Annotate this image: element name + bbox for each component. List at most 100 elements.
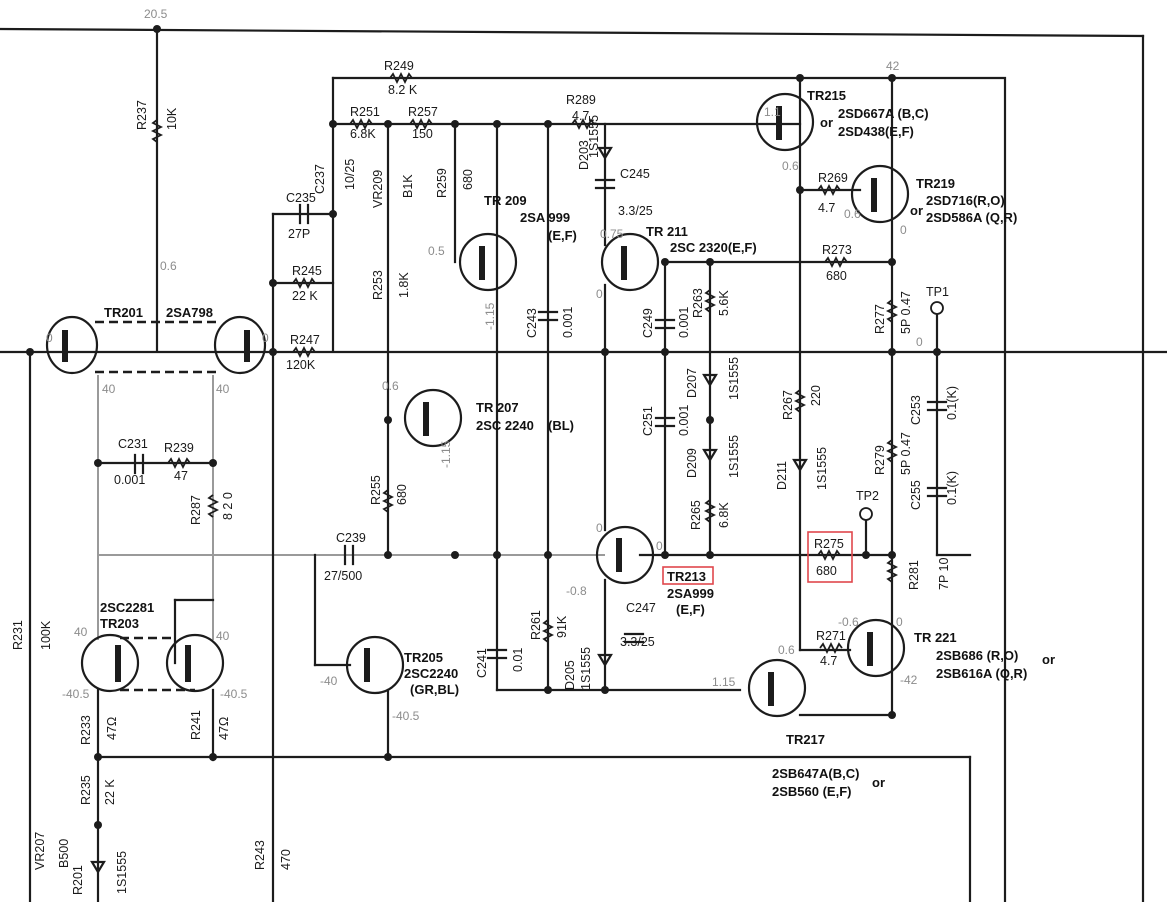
r289-label: R289 bbox=[566, 93, 596, 107]
highlight-r275 bbox=[807, 531, 853, 583]
c237-value: 10/25 bbox=[343, 159, 357, 190]
d203-label: D203 bbox=[577, 140, 591, 170]
highlight-tr213 bbox=[662, 566, 714, 585]
r273-value: 680 bbox=[826, 269, 847, 283]
r249-value: 8.2 K bbox=[388, 83, 418, 97]
r239-label: R239 bbox=[164, 441, 194, 455]
c253-label: C253 bbox=[909, 395, 923, 425]
tr203-label: TR203 bbox=[100, 616, 139, 631]
tr219-part-b: 2SD586A (Q,R) bbox=[926, 210, 1017, 225]
r201-label: R201 bbox=[71, 865, 85, 895]
voltage-tr209-b: 0.5 bbox=[428, 244, 445, 258]
voltage-tr201-c2: 40 bbox=[216, 382, 230, 396]
voltage-tr211-e: 0 bbox=[596, 287, 603, 301]
c241-value: 0.01 bbox=[511, 648, 525, 672]
r245-label: R245 bbox=[292, 264, 322, 278]
r267-value: 220 bbox=[809, 385, 823, 406]
r265-value: 6.8K bbox=[717, 502, 731, 528]
r253-label: R253 bbox=[371, 270, 385, 300]
r261-value: 91K bbox=[555, 615, 569, 638]
tr219-label: TR219 bbox=[916, 176, 955, 191]
c249-value: 0.001 bbox=[677, 307, 691, 338]
tp1-label: TP1 bbox=[926, 285, 949, 299]
voltage-top-right: 42 bbox=[886, 59, 900, 73]
tr209-label: TR 209 bbox=[484, 193, 527, 208]
transistor-tr213 bbox=[595, 525, 655, 585]
c247-value: 3.3/25 bbox=[620, 635, 655, 649]
r259-value: 680 bbox=[461, 169, 475, 190]
r263-value: 5.6K bbox=[717, 290, 731, 316]
r261-label: R261 bbox=[529, 610, 543, 640]
r281-value: 7P 10 bbox=[937, 558, 951, 590]
tr207-grade: (BL) bbox=[548, 418, 574, 433]
transistor-tr201 bbox=[45, 315, 267, 375]
voltage-tr203-e2: -40.5 bbox=[220, 687, 248, 701]
d209-label: D209 bbox=[685, 448, 699, 478]
r287-value: 8 2 0 bbox=[221, 492, 235, 520]
transistor-tr219 bbox=[850, 164, 910, 224]
r279-label: R279 bbox=[873, 445, 887, 475]
voltage-tr207-c: -1.15 bbox=[439, 440, 453, 468]
tr203-part: 2SC2281 bbox=[100, 600, 154, 615]
tr217-part-b: 2SB560 (E,F) bbox=[772, 784, 851, 799]
r247-label: R247 bbox=[290, 333, 320, 347]
r251-label: R251 bbox=[350, 105, 380, 119]
voltage-tr213-b: 0 bbox=[596, 521, 603, 535]
c245-value: 3.3/25 bbox=[618, 204, 653, 218]
tr219-part-a: 2SD716(R,O) bbox=[926, 193, 1005, 208]
voltage-tr217-c: 0.6 bbox=[778, 643, 795, 657]
voltage-tr201-right: 0 bbox=[262, 331, 269, 345]
tr205-grade: (GR,BL) bbox=[410, 682, 459, 697]
c255-value: 0.1(K) bbox=[945, 471, 959, 505]
voltage-tr219-b: 0.6 bbox=[844, 207, 861, 221]
r235-label: R235 bbox=[79, 775, 93, 805]
transistor-tr211 bbox=[600, 232, 660, 292]
r241-value: 47Ω bbox=[217, 717, 231, 740]
r241-label: R241 bbox=[189, 710, 203, 740]
vr209-label: VR209 bbox=[371, 170, 385, 208]
tr221-part-a: 2SB686 (R,O) bbox=[936, 648, 1018, 663]
r277-label: R277 bbox=[873, 304, 887, 334]
tr209-part: 2SA 999 bbox=[520, 210, 570, 225]
voltage-tr221-c: -42 bbox=[900, 673, 918, 687]
r243-label: R243 bbox=[253, 840, 267, 870]
tr201-part: 2SA798 bbox=[166, 305, 213, 320]
voltage-tr221-b: -0.6 bbox=[838, 615, 859, 629]
r247-value: 120K bbox=[286, 358, 316, 372]
r263-label: R263 bbox=[691, 288, 705, 318]
r251-value: 6.8K bbox=[350, 127, 376, 141]
r271-value: 4.7 bbox=[820, 654, 837, 668]
r245-value: 22 K bbox=[292, 289, 318, 303]
d205-part: 1S1555 bbox=[579, 647, 593, 690]
d211-part: 1S1555 bbox=[815, 447, 829, 490]
tr211-label: TR 211 bbox=[646, 224, 688, 239]
c245-label: C245 bbox=[620, 167, 650, 181]
transistor-tr215 bbox=[755, 92, 815, 152]
r269-label: R269 bbox=[818, 171, 848, 185]
c241-label: C241 bbox=[475, 648, 489, 678]
r273-label: R273 bbox=[822, 243, 852, 257]
voltage-tr203-left: 40 bbox=[74, 625, 88, 639]
resistor-symbols bbox=[150, 71, 899, 655]
r237-label: R237 bbox=[135, 100, 149, 130]
tr219-or: or bbox=[910, 203, 923, 218]
c243-value: 0.001 bbox=[561, 307, 575, 338]
r235-value: 22 K bbox=[103, 779, 117, 805]
r249-label: R249 bbox=[384, 59, 414, 73]
voltage-tr215-e: 0.6 bbox=[782, 159, 799, 173]
junctions bbox=[26, 25, 941, 829]
capacitor-symbols bbox=[133, 178, 948, 660]
r257-value: 150 bbox=[412, 127, 433, 141]
d209-part: 1S1555 bbox=[727, 435, 741, 478]
tr217-part-a: 2SB647A(B,C) bbox=[772, 766, 859, 781]
voltage-tr215-b: 1.1 bbox=[764, 105, 781, 119]
vr209-value: B1K bbox=[401, 174, 415, 198]
transistor-tr205 bbox=[345, 635, 405, 695]
c247-label: C247 bbox=[626, 601, 656, 615]
r231-label: R231 bbox=[11, 620, 25, 650]
voltage-tr219-e: 0 bbox=[900, 223, 907, 237]
voltage-tr209-c: -1.15 bbox=[483, 302, 497, 330]
transistor-tr209 bbox=[458, 232, 518, 292]
r243-value: 470 bbox=[279, 849, 293, 870]
